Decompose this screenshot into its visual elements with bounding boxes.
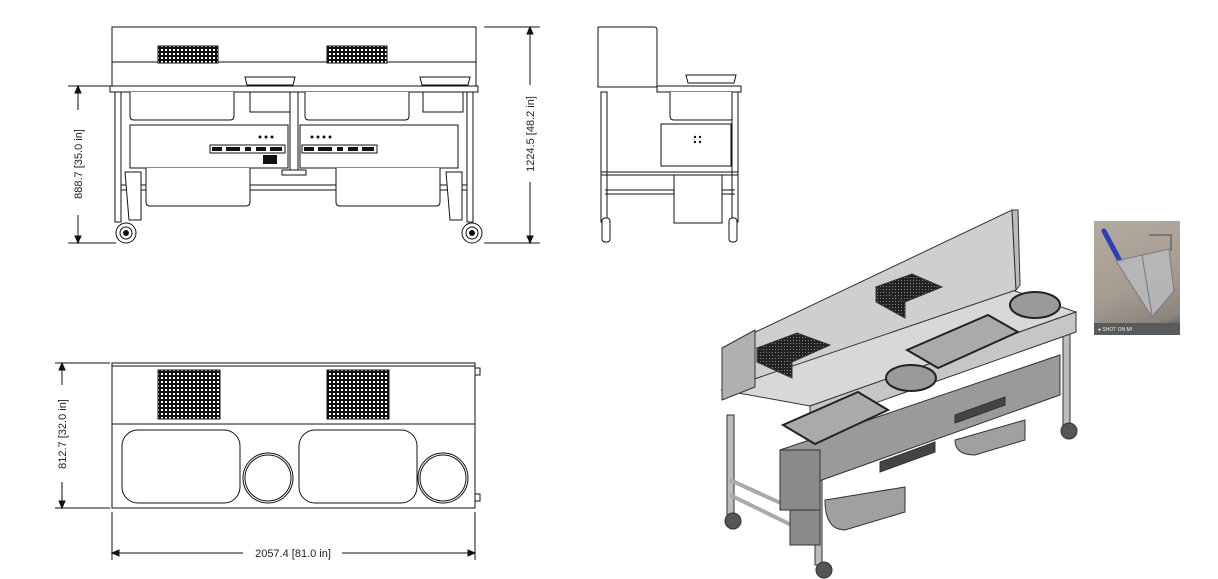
- lower-pan-left: [145, 168, 251, 207]
- basket-handle: [1101, 228, 1123, 264]
- iso-round-pan-right: [1009, 291, 1061, 319]
- caster-left: [115, 222, 137, 244]
- round-pan-left: [244, 76, 296, 86]
- basket-right: [326, 45, 388, 64]
- side-backsplash: [597, 26, 658, 88]
- label-overall-height: 1224.5 [48.2 in]: [525, 96, 537, 172]
- dimension-depth: [55, 361, 110, 510]
- plan-rect-pan-left: [121, 429, 241, 504]
- top-plan-view: [111, 362, 481, 509]
- leg-right: [466, 91, 474, 223]
- label-depth: 812.7 [32.0 in]: [57, 399, 69, 469]
- plan-round-pan-right: [417, 452, 469, 504]
- iso-rect-pan-right: [904, 313, 1021, 370]
- plan-basket-right: [326, 369, 390, 420]
- plan-rect-pan-right: [298, 429, 418, 504]
- plan-basket-left: [157, 369, 221, 420]
- side-heater-box: [660, 123, 732, 167]
- fry-basket-icon: [1101, 228, 1175, 318]
- caster-right: [461, 222, 483, 244]
- rect-pan-left: [129, 92, 235, 121]
- basket-photo: ● SHOT ON MI: [1094, 221, 1180, 335]
- basket-mesh: [1115, 248, 1175, 318]
- leg-left: [114, 91, 122, 223]
- side-elevation-view: [597, 26, 742, 243]
- iso-rect-pan-left: [780, 390, 891, 446]
- iso-round-pan-left: [885, 364, 937, 392]
- photo-watermark: ● SHOT ON MI: [1098, 327, 1133, 333]
- round-pan-right: [419, 76, 471, 86]
- countertop: [109, 85, 479, 93]
- label-front-height: 888.7 [35.0 in]: [73, 129, 85, 199]
- front-elevation-view: [109, 26, 483, 244]
- photo-caption-bar: [1094, 323, 1180, 335]
- isometric-view: [720, 209, 1078, 579]
- label-width: 2057.4 [81.0 in]: [255, 548, 331, 560]
- dimension-front-height: [68, 84, 116, 245]
- basket-left: [157, 45, 219, 64]
- plan-round-pan-left: [242, 452, 294, 504]
- lower-pan-right: [335, 168, 441, 207]
- rect-pan-right: [304, 92, 410, 121]
- dimension-overall-height: [484, 25, 540, 245]
- dimension-width: [110, 512, 477, 560]
